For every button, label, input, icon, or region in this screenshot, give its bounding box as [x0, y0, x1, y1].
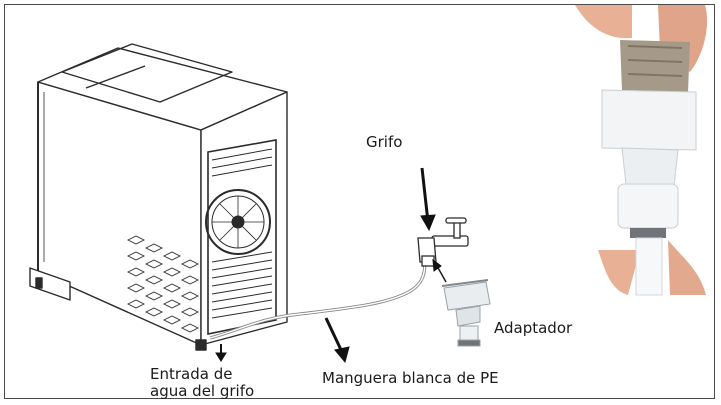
water-inlet-label-line2: agua del grifo	[150, 382, 255, 400]
back-vent	[207, 139, 277, 335]
adapter-label: Adaptador	[494, 319, 573, 337]
adapter-icon	[441, 279, 491, 347]
hose-label: Manguera blanca de PE	[322, 369, 499, 387]
adapter-photo	[565, 5, 714, 296]
water-inlet-label-line1: Entrada de	[150, 365, 233, 383]
tap-icon	[417, 217, 469, 267]
side-vent	[126, 235, 200, 333]
arrows	[215, 167, 447, 364]
tap-label: Grifo	[366, 133, 403, 151]
fan-icon	[205, 189, 271, 255]
water-inlet-label: Entrada de agua del grifo	[150, 366, 290, 400]
